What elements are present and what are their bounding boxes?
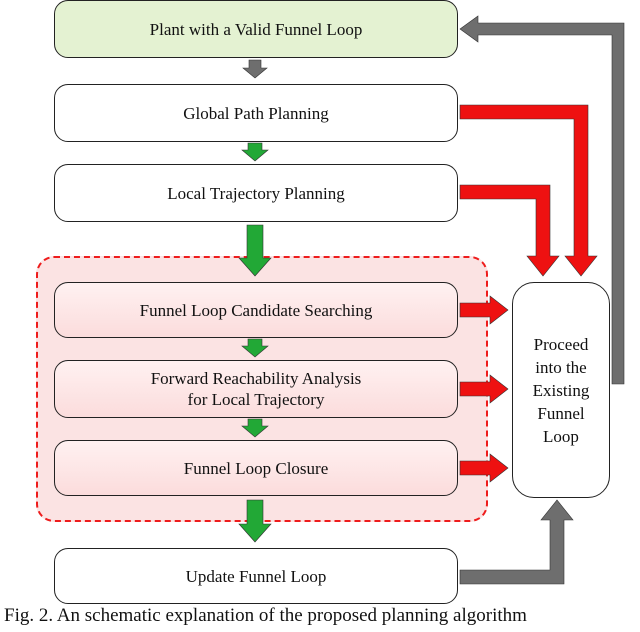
update-loop-label: Update Funnel Loop [185, 566, 327, 586]
candidate-search-box: Funnel Loop Candidate Searching [54, 282, 458, 338]
arrow-reach-to-proceed [459, 374, 509, 404]
arrow-proceed-to-plant [459, 15, 625, 385]
proceed-line-1: Proceed [533, 334, 589, 354]
arrow-global-to-local [241, 142, 269, 162]
figure-caption: Fig. 2. An schematic explanation of the … [4, 605, 527, 626]
loop-closure-box: Funnel Loop Closure [54, 440, 458, 496]
arrow-local-to-candidate [238, 224, 272, 277]
arrow-plant-to-global [242, 59, 268, 79]
global-path-box: Global Path Planning [54, 84, 458, 142]
arrow-closure-to-update [238, 499, 272, 543]
proceed-line-3: Existing [532, 380, 590, 400]
global-path-label: Global Path Planning [183, 103, 329, 123]
arrow-closure-to-proceed [459, 453, 509, 483]
proceed-line-5: Loop [543, 426, 579, 446]
candidate-search-label: Funnel Loop Candidate Searching [139, 300, 373, 320]
arrow-reach-to-closure [241, 418, 269, 438]
plant-box: Plant with a Valid Funnel Loop [54, 0, 458, 58]
proceed-line-2: into the [535, 357, 587, 377]
arrow-candidate-to-proceed [459, 295, 509, 325]
proceed-box: Proceed into the Existing Funnel Loop [512, 282, 610, 498]
arrow-local-to-proceed [459, 184, 560, 277]
reachability-box: Forward Reachability Analysis for Local … [54, 360, 458, 418]
update-loop-box: Update Funnel Loop [54, 548, 458, 604]
plant-label: Plant with a Valid Funnel Loop [149, 19, 363, 39]
arrow-global-to-proceed [459, 104, 598, 277]
arrow-update-to-proceed [459, 499, 574, 585]
loop-closure-label: Funnel Loop Closure [183, 458, 329, 478]
arrow-candidate-to-reach [241, 338, 269, 358]
reachability-label-line2: for Local Trajectory [187, 390, 325, 409]
proceed-line-4: Funnel [537, 403, 585, 423]
local-trajectory-label: Local Trajectory Planning [167, 183, 345, 203]
local-trajectory-box: Local Trajectory Planning [54, 164, 458, 222]
reachability-label-line1: Forward Reachability Analysis [150, 369, 362, 388]
